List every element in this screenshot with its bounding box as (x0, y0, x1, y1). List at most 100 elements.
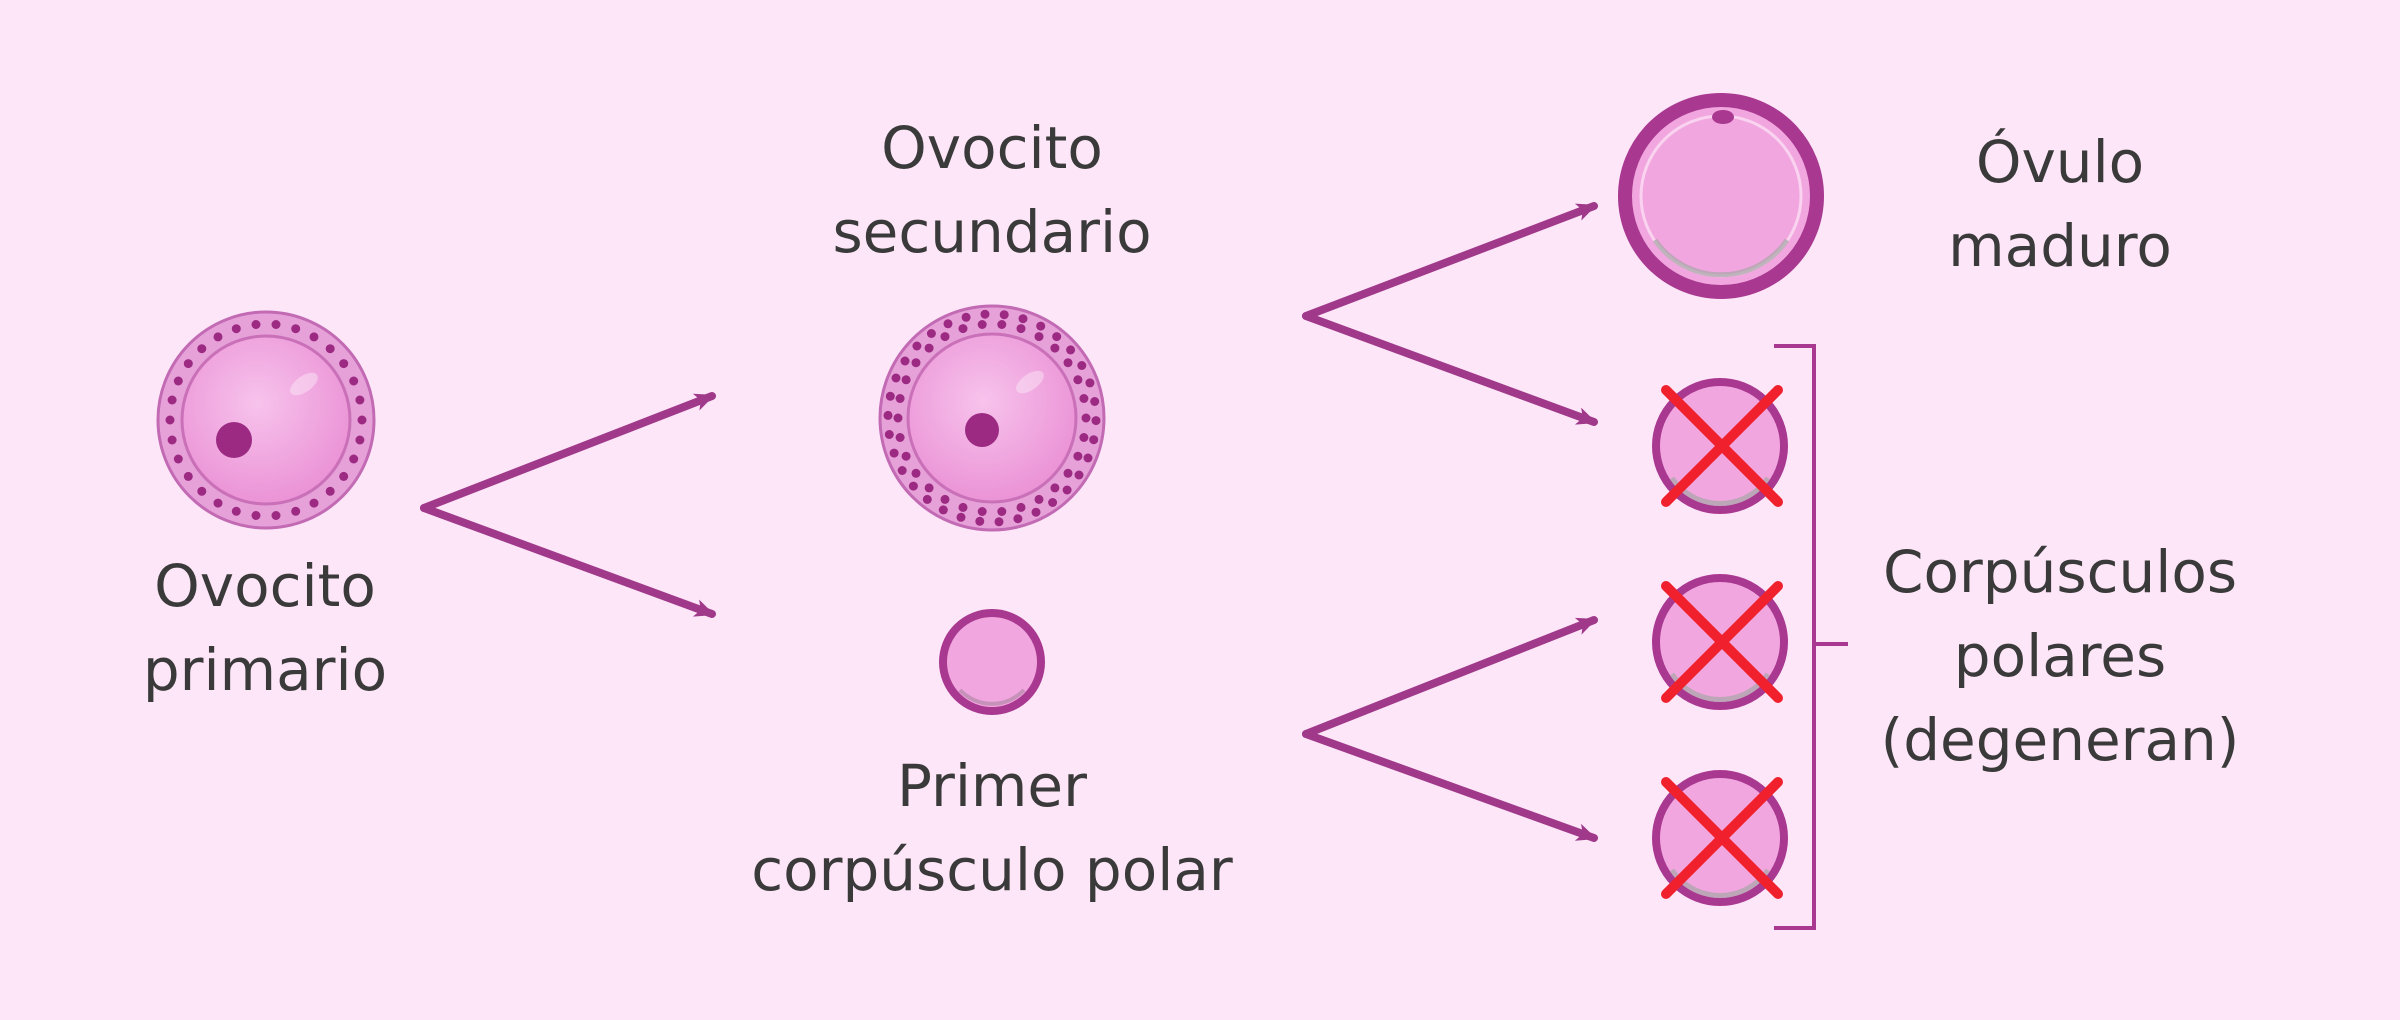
follicle-cell-dot (1036, 321, 1046, 331)
label-polar-bodies-line2: polares (1953, 622, 2167, 690)
label-secondary-oocyte-line1: Ovocito (881, 114, 1103, 182)
follicle-cell-dot (1018, 314, 1028, 324)
follicle-cell-dot (167, 435, 177, 445)
label-secondary-oocyte: Ovocito secundario (812, 106, 1172, 274)
follicle-cell-dot (325, 486, 335, 496)
primary-nucleus (216, 422, 252, 458)
label-polar-bodies-line3: (degeneran) (1880, 706, 2240, 774)
follicle-cell-dot (924, 343, 934, 353)
label-first-polar-body-line1: Primer (897, 752, 1087, 820)
follicle-cell-dot (1074, 470, 1084, 480)
follicle-cell-dot (1013, 514, 1023, 524)
follicle-cell-dot (901, 451, 911, 461)
follicle-cell-dot (994, 517, 1004, 527)
follicle-cell-dot (1079, 394, 1089, 403)
label-mature-ovum: Óvulo maduro (1900, 120, 2220, 288)
follicle-cell-dot (251, 511, 261, 520)
follicle-cell-dot (325, 344, 335, 354)
follicle-cell-dot (339, 359, 349, 369)
follicle-cell-dot (165, 415, 175, 425)
follicle-cell-dot (213, 332, 223, 342)
follicle-cell-dot (1090, 397, 1100, 406)
secondary-follicle-cells (883, 309, 1101, 527)
follicle-cell-dot (309, 498, 319, 508)
polar-bodies-bracket (1774, 344, 1848, 930)
arrow-to-polar-body-3 (1302, 730, 1598, 842)
follicle-cell-dot (271, 511, 281, 520)
first-polar-body-cell (939, 609, 1045, 715)
arrow-to-mature-ovum (1302, 202, 1598, 320)
follicle-cell-dot (1073, 451, 1083, 461)
cross-mark-2 (1661, 581, 1783, 703)
follicle-cell-dot (1031, 507, 1041, 517)
primary-oocyte-cell (156, 310, 376, 530)
follicle-cell-dot (357, 415, 367, 425)
follicle-cell-dot (197, 344, 207, 354)
label-primary-oocyte: Ovocito primario (110, 544, 420, 712)
follicle-cell-dot (231, 324, 241, 334)
follicle-cell-dot (940, 494, 950, 504)
follicle-cell-dot (1063, 468, 1073, 478)
follicle-cell-dot (961, 312, 971, 322)
follicle-cell-dot (173, 376, 183, 386)
label-mature-ovum-line1: Óvulo (1975, 128, 2145, 196)
label-primary-oocyte-line2: primario (142, 636, 388, 704)
follicle-cell-dot (900, 356, 910, 366)
follicle-cell-dot (167, 395, 177, 405)
follicle-cell-dot (1081, 413, 1091, 423)
follicle-cell-dot (1034, 494, 1044, 504)
follicle-cell-dot (997, 320, 1007, 329)
follicle-cell-dot (924, 483, 934, 493)
follicle-cell-dot (897, 466, 907, 475)
follicle-cell-dot (1016, 502, 1026, 512)
follicle-cell-dot (339, 471, 349, 481)
follicle-cell-dot (975, 516, 985, 526)
follicle-cell-dot (901, 375, 911, 385)
follicle-cell-dot (309, 332, 319, 342)
follicle-cell-dot (980, 309, 990, 319)
follicle-cell-dot (1083, 453, 1093, 463)
follicle-cell-dot (997, 507, 1007, 516)
follicle-cell-dot (349, 376, 359, 386)
follicle-cell-dot (999, 310, 1009, 320)
follicle-cell-dot (1048, 498, 1058, 507)
follicle-cell-dot (1079, 433, 1089, 442)
follicle-cell-dot (883, 410, 893, 420)
label-polar-bodies-line1: Corpúsculos (1882, 538, 2238, 606)
label-first-polar-body-line2: corpúsculo polar (751, 836, 1233, 904)
follicle-cell-dot (183, 359, 193, 369)
follicle-cell-dot (251, 320, 261, 329)
follicle-cell-dot (173, 454, 183, 464)
follicle-cell-dot (943, 319, 953, 329)
follicle-cell-dot (889, 448, 899, 458)
primary-follicle-cells (165, 320, 367, 520)
label-mature-ovum-line2: maduro (1948, 212, 2172, 280)
follicle-cell-dot (291, 506, 301, 516)
follicle-cell-dot (940, 332, 950, 342)
follicle-cell-dot (1085, 378, 1095, 388)
follicle-cell-dot (922, 494, 932, 504)
secondary-nucleus (965, 413, 999, 447)
follicle-cell-dot (355, 435, 365, 445)
follicle-cell-dot (958, 502, 968, 512)
follicle-cell-dot (1062, 485, 1072, 495)
follicle-cell-dot (926, 329, 936, 338)
follicle-cell-dot (1050, 343, 1060, 353)
follicle-cell-dot (1073, 375, 1083, 385)
follicle-cell-dot (938, 505, 948, 515)
follicle-cell-dot (956, 512, 966, 522)
label-first-polar-body: Primer corpúsculo polar (712, 744, 1272, 912)
follicle-cell-dot (1034, 332, 1044, 342)
follicle-cell-dot (977, 320, 987, 329)
follicle-cell-dot (1063, 358, 1073, 368)
follicle-cell-dot (912, 341, 922, 351)
follicle-cell-dot (1052, 332, 1062, 342)
follicle-cell-dot (291, 324, 301, 334)
arrow-to-polar-body-1 (1302, 312, 1598, 426)
follicle-cell-dot (183, 471, 193, 481)
follicle-cell-dot (1050, 483, 1060, 493)
follicle-cell-dot (1066, 345, 1076, 355)
follicle-cell-dot (911, 358, 921, 368)
follicle-cell-dot (895, 394, 905, 403)
